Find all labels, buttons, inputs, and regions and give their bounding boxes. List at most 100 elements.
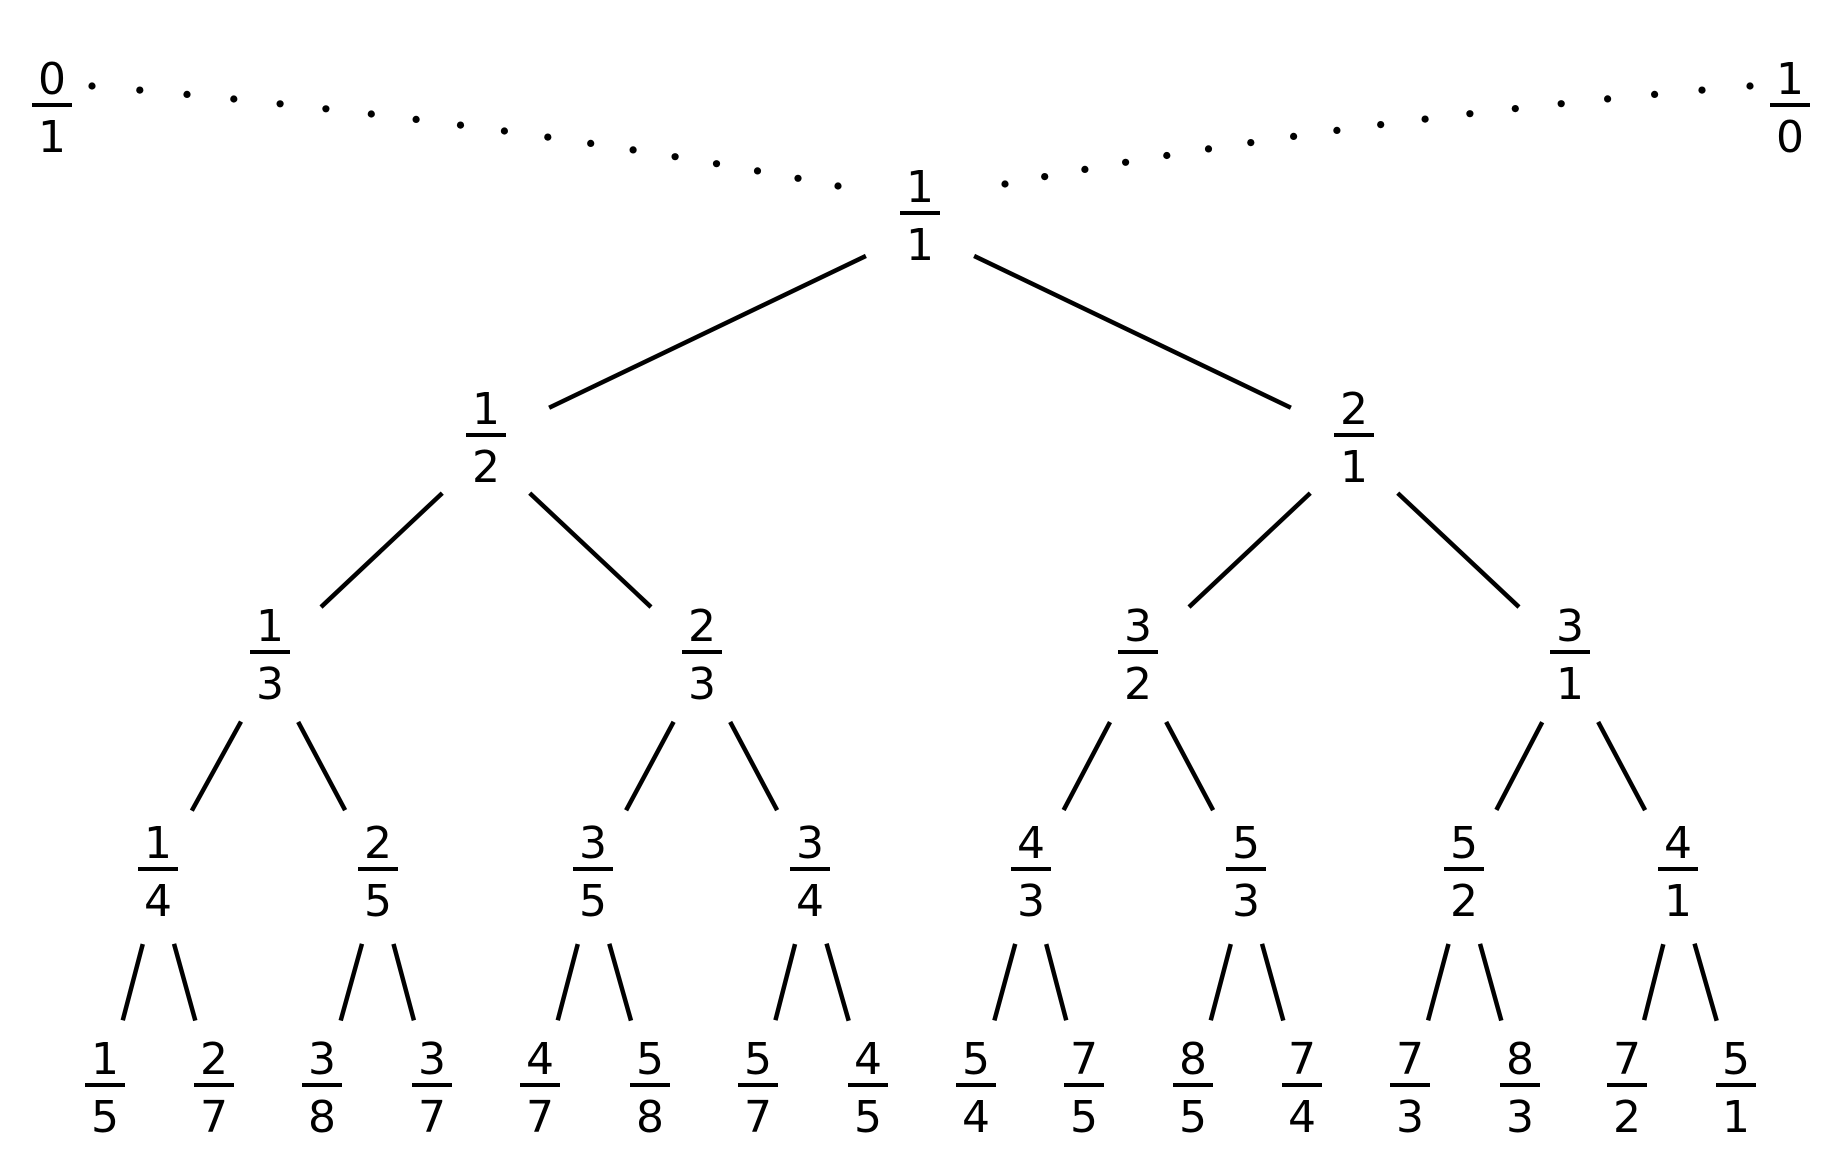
node-l3-2: 35 — [573, 818, 613, 927]
dotted-link-left-dot — [230, 95, 238, 103]
dotted-link-right-dot — [1001, 180, 1009, 188]
node-l4-15-denominator: 1 — [1722, 1092, 1750, 1143]
edge-l2-2-left — [1061, 721, 1113, 812]
node-l1-0-numerator: 1 — [472, 384, 500, 435]
node-l2-1-denominator: 3 — [688, 659, 716, 710]
edge-l3-5-right — [1259, 943, 1286, 1022]
boundary-node-inf-numerator: 1 — [1776, 54, 1804, 105]
node-l3-3: 34 — [790, 818, 830, 927]
edge-l3-2-left — [555, 943, 580, 1021]
node-l2-3: 31 — [1550, 601, 1590, 710]
edge-l3-6-left — [1425, 943, 1451, 1021]
boundary-node-inf-denominator: 0 — [1776, 112, 1804, 163]
node-l2-0: 13 — [250, 601, 290, 710]
node-l4-13: 83 — [1500, 1034, 1540, 1143]
node-l4-6: 57 — [738, 1034, 778, 1143]
node-l3-7: 41 — [1658, 818, 1698, 927]
node-l4-9: 75 — [1064, 1034, 1104, 1143]
dotted-link-left-dot — [587, 139, 595, 147]
node-l3-2-numerator: 3 — [579, 818, 607, 869]
tree-nodes: 1112211323323114253534435352411527383747… — [32, 54, 1810, 1143]
node-l4-0: 15 — [85, 1034, 125, 1143]
node-l4-10: 85 — [1173, 1034, 1213, 1143]
node-l2-1: 23 — [682, 601, 722, 710]
node-l4-1: 27 — [194, 1034, 234, 1143]
node-l4-0-denominator: 5 — [91, 1092, 119, 1143]
tree-edges — [120, 253, 1719, 1022]
node-l4-3: 37 — [412, 1034, 452, 1143]
node-l4-4-denominator: 7 — [526, 1092, 554, 1143]
node-l4-5: 58 — [630, 1034, 670, 1143]
dotted-link-right-dot — [1746, 82, 1754, 90]
node-l4-8-numerator: 5 — [962, 1034, 990, 1085]
node-l4-15: 51 — [1716, 1034, 1756, 1143]
node-l3-5-denominator: 3 — [1232, 876, 1260, 927]
dotted-link-right-dot — [1466, 110, 1474, 118]
dotted-link-left-dot — [834, 182, 842, 190]
node-l3-1-numerator: 2 — [364, 818, 392, 869]
node-l4-6-numerator: 5 — [744, 1034, 772, 1085]
dotted-link-left-dot — [136, 86, 144, 94]
node-l1-1-denominator: 1 — [1340, 442, 1368, 493]
edge-l3-1-right — [391, 943, 417, 1021]
node-l3-1: 25 — [358, 818, 398, 927]
node-l3-3-numerator: 3 — [796, 818, 824, 869]
boundary-node-zero-numerator: 0 — [38, 54, 66, 105]
node-l2-2-denominator: 2 — [1124, 659, 1152, 710]
dotted-link-left — [88, 82, 842, 190]
node-l3-0: 14 — [138, 818, 178, 927]
edge-l2-1-right — [728, 720, 780, 812]
dotted-link-left-dot — [412, 115, 420, 123]
edge-l3-7-right — [1692, 943, 1719, 1022]
dotted-link-right-dot — [1511, 105, 1519, 113]
edge-l3-1-left — [338, 943, 365, 1022]
edge-l0-0-right — [973, 253, 1292, 410]
dotted-link-left-dot — [322, 105, 330, 113]
node-l3-3-denominator: 4 — [796, 876, 824, 927]
edge-l2-0-left — [189, 720, 243, 812]
node-l4-15-numerator: 5 — [1722, 1034, 1750, 1085]
node-l4-8-denominator: 4 — [962, 1092, 990, 1143]
node-l2-3-numerator: 3 — [1556, 601, 1584, 652]
node-l4-14-denominator: 2 — [1613, 1092, 1641, 1143]
node-l4-6-denominator: 7 — [744, 1092, 772, 1143]
node-l3-5-numerator: 5 — [1232, 818, 1260, 869]
dotted-link-right-dot — [1333, 126, 1341, 134]
dotted-link-left-dot — [183, 90, 191, 98]
node-l4-3-numerator: 3 — [418, 1034, 446, 1085]
dotted-link-left-dot — [629, 146, 637, 154]
edge-l3-4-right — [1044, 943, 1069, 1021]
node-l4-8: 54 — [956, 1034, 996, 1143]
node-l4-14-numerator: 7 — [1613, 1034, 1641, 1085]
node-l3-4: 43 — [1011, 818, 1051, 927]
edge-l3-6-right — [1477, 943, 1504, 1022]
dotted-link-left-dot — [671, 153, 679, 161]
node-l4-10-denominator: 5 — [1179, 1092, 1207, 1143]
dotted-link-left-dot — [500, 127, 508, 135]
node-l3-6: 52 — [1444, 818, 1484, 927]
node-l4-12: 73 — [1390, 1034, 1430, 1143]
node-l3-1-denominator: 5 — [364, 876, 392, 927]
node-l4-3-denominator: 7 — [418, 1092, 446, 1143]
dotted-link-right-dot — [1041, 173, 1049, 181]
node-l3-7-denominator: 1 — [1664, 876, 1692, 927]
dotted-link-right-dot — [1247, 139, 1255, 147]
dotted-link-right-dot — [1651, 90, 1659, 98]
node-l1-1: 21 — [1334, 384, 1374, 493]
dotted-link-right-dot — [1163, 151, 1171, 160]
dotted-link-right-dot — [1204, 145, 1213, 153]
node-l4-7-numerator: 4 — [854, 1034, 882, 1085]
edge-l3-0-right — [171, 943, 198, 1022]
node-l4-12-numerator: 7 — [1396, 1034, 1424, 1085]
edge-l3-2-right — [607, 943, 634, 1022]
node-l3-6-numerator: 5 — [1450, 818, 1478, 869]
node-l4-10-numerator: 8 — [1179, 1034, 1207, 1085]
node-l1-0: 12 — [466, 384, 506, 493]
dotted-link-right-dot — [1122, 158, 1130, 166]
dotted-link-right-dot — [1081, 165, 1089, 173]
node-l3-4-denominator: 3 — [1017, 876, 1045, 927]
node-l0-0: 11 — [900, 162, 940, 271]
edge-l2-3-left — [1494, 721, 1545, 811]
node-l4-1-numerator: 2 — [200, 1034, 228, 1085]
dotted-link-right — [1001, 82, 1754, 188]
